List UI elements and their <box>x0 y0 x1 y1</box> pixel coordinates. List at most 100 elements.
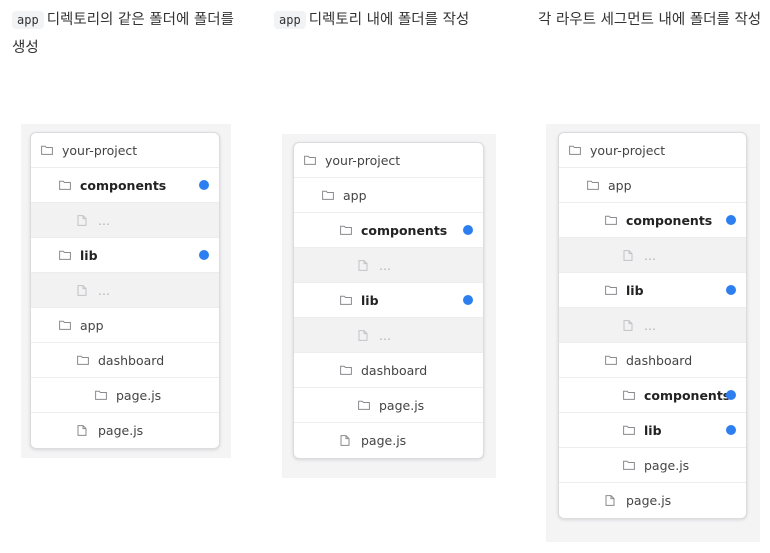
tree-row[interactable]: components <box>31 168 219 203</box>
tree-item-label: lib <box>644 422 662 438</box>
tree-item-label: lib <box>80 247 98 263</box>
tree-item-label: app <box>608 177 632 193</box>
highlight-dot <box>726 425 736 435</box>
file-tree-2: your-project app components... lib... dashbo… <box>293 142 484 459</box>
file-tree-3: your-project app components... lib... dashbo… <box>558 132 747 519</box>
folder-icon <box>358 400 370 410</box>
folder-icon <box>41 145 53 155</box>
tree-item-label: ... <box>379 257 391 273</box>
tree-row[interactable]: components <box>294 213 483 248</box>
tree-item-label: lib <box>626 282 644 298</box>
file-icon <box>77 425 89 436</box>
file-icon <box>358 329 370 341</box>
tree-row[interactable]: your-project <box>31 133 219 168</box>
tree-row[interactable]: ... <box>31 273 219 308</box>
tree-row[interactable]: your-project <box>559 133 746 168</box>
tree-row[interactable]: page.js <box>31 413 219 448</box>
tree-item-label: page.js <box>626 493 672 508</box>
folder-icon <box>605 215 617 225</box>
tree-item-label: page.js <box>361 433 407 448</box>
tree-item-label: app <box>343 187 367 203</box>
tree-row[interactable]: page.js <box>294 388 483 423</box>
folder-icon <box>77 355 89 365</box>
tree-item-label: components <box>644 387 731 403</box>
tree-item-label: page.js <box>116 387 162 403</box>
tree-row[interactable]: dashboard <box>559 343 746 378</box>
tree-row[interactable]: lib <box>559 413 746 448</box>
file-tree-1: your-project components... lib... app dashbo… <box>30 132 220 449</box>
tree-item-label: your-project <box>62 142 138 158</box>
folder-icon <box>340 365 352 375</box>
folder-icon <box>322 190 334 200</box>
highlight-dot <box>463 225 473 235</box>
tree-row[interactable]: ... <box>31 203 219 238</box>
tree-row[interactable]: page.js <box>294 423 483 458</box>
tree-item-label: components <box>626 212 713 228</box>
folder-icon <box>304 155 316 165</box>
tree-row[interactable]: dashboard <box>294 353 483 388</box>
file-icon <box>340 435 352 446</box>
tree-row[interactable]: components <box>559 378 746 413</box>
tree-row[interactable]: lib <box>559 273 746 308</box>
tree-item-label: page.js <box>379 397 425 413</box>
tree-row[interactable]: ... <box>294 248 483 283</box>
folder-icon <box>340 225 352 235</box>
tree-row[interactable]: ... <box>559 308 746 343</box>
tree-item-label: dashboard <box>626 352 693 368</box>
highlight-dot <box>726 215 736 225</box>
tree-row[interactable]: app <box>31 308 219 343</box>
folder-icon <box>623 425 635 435</box>
tree-item-label: ... <box>379 327 391 343</box>
file-icon <box>77 214 89 226</box>
tree-item-label: ... <box>644 247 656 263</box>
tree-item-label: components <box>80 177 167 193</box>
tree-row[interactable]: page.js <box>559 483 746 518</box>
tree-item-label: ... <box>98 212 110 228</box>
caption-text: 디렉토리의 같은 폴더에 폴더를 생성 <box>12 12 234 56</box>
tree-item-label: components <box>361 222 448 238</box>
diagram-panel-3: your-project app components... lib... dashbo… <box>546 124 760 542</box>
tree-row[interactable]: app <box>294 178 483 213</box>
tree-row[interactable]: ... <box>559 238 746 273</box>
tree-row[interactable]: ... <box>294 318 483 353</box>
folder-icon <box>587 180 599 190</box>
folder-icon <box>95 390 107 400</box>
folder-icon <box>59 180 71 190</box>
folder-icon <box>605 285 617 295</box>
tree-item-label: page.js <box>98 423 144 438</box>
tree-row[interactable]: dashboard <box>31 343 219 378</box>
highlight-dot <box>199 180 209 190</box>
folder-icon <box>623 460 635 470</box>
file-icon <box>77 284 89 296</box>
file-icon <box>605 495 617 506</box>
highlight-dot <box>463 295 473 305</box>
highlight-dot <box>726 285 736 295</box>
tree-item-label: dashboard <box>361 362 428 378</box>
file-icon <box>623 319 635 331</box>
tree-row[interactable]: page.js <box>31 378 219 413</box>
diagram-panel-1: your-project components... lib... app dashbo… <box>21 124 231 458</box>
folder-icon <box>605 355 617 365</box>
folder-icon <box>59 250 71 260</box>
folder-icon <box>569 145 581 155</box>
folder-icon <box>623 390 635 400</box>
tree-row[interactable]: components <box>559 203 746 238</box>
tree-item-label: your-project <box>590 142 666 158</box>
tree-item-label: app <box>80 317 104 333</box>
tree-row[interactable]: app <box>559 168 746 203</box>
tree-item-label: page.js <box>644 457 690 473</box>
caption-text: 디렉토리 내에 폴더를 작성 <box>308 12 470 28</box>
tree-item-label: dashboard <box>98 352 165 368</box>
tree-row[interactable]: lib <box>31 238 219 273</box>
tree-row[interactable]: page.js <box>559 448 746 483</box>
tree-item-label: lib <box>361 292 379 308</box>
highlight-dot <box>199 250 209 260</box>
file-icon <box>358 259 370 271</box>
tree-row[interactable]: lib <box>294 283 483 318</box>
file-icon <box>623 249 635 261</box>
caption-text: 각 라우트 세그먼트 내에 폴더를 작성 <box>538 12 762 28</box>
tree-row[interactable]: your-project <box>294 143 483 178</box>
folder-icon <box>59 320 71 330</box>
